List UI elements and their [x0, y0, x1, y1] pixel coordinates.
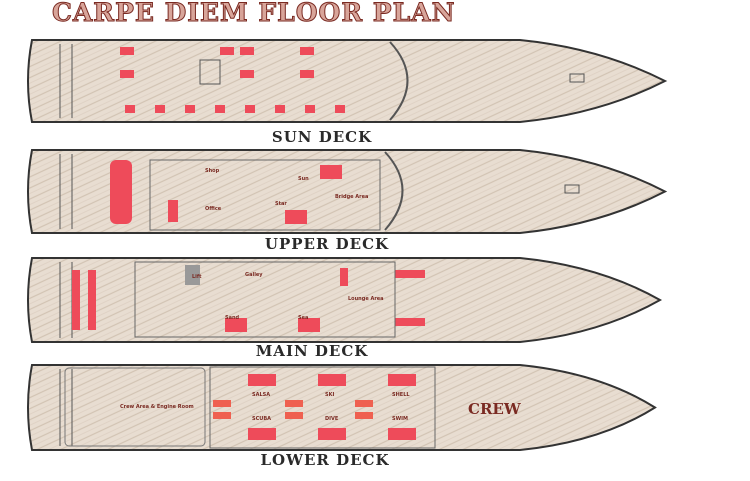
- cabin-bed: [248, 374, 276, 386]
- sunbed: [335, 105, 345, 113]
- sunbed: [305, 105, 315, 113]
- bunk: [285, 412, 303, 419]
- lift: [185, 265, 200, 285]
- crew-label: CREW: [468, 400, 522, 418]
- cabin-bed: [320, 165, 342, 179]
- room-galley: Galley: [245, 272, 263, 278]
- room-dive: DIVE: [325, 416, 339, 422]
- bunk: [285, 400, 303, 407]
- cabin-block: [209, 366, 436, 449]
- cabin-bed: [318, 428, 346, 440]
- bar-counter: [199, 59, 221, 85]
- bar: [340, 268, 348, 286]
- hull-deck-1: [27, 149, 668, 234]
- room-office: Office: [205, 206, 222, 212]
- hull-deck-3: [27, 364, 657, 451]
- sunbed: [245, 105, 255, 113]
- hatch: [564, 184, 580, 194]
- interior-walls: [134, 261, 396, 338]
- lounger: [120, 70, 134, 78]
- room-bridge: Bridge Area: [335, 194, 368, 200]
- page-title: CARPE DIEM FLOOR PLAN: [51, 0, 456, 28]
- lounger: [220, 47, 234, 55]
- room-sand: Sand: [225, 315, 240, 321]
- room-sea: Sea: [298, 315, 308, 321]
- cabin-bed: [318, 374, 346, 386]
- cabin-bed: [225, 318, 247, 332]
- room-sun: Sun: [298, 176, 309, 182]
- arc: [389, 41, 409, 121]
- room-crew-engine: Crew Area & Engine Room: [120, 404, 194, 410]
- hull-deck-0: [27, 39, 668, 123]
- seating: [88, 270, 96, 330]
- sunbed: [215, 105, 225, 113]
- sunbed: [125, 105, 135, 113]
- cabin-bed: [388, 374, 416, 386]
- arc: [384, 151, 404, 231]
- interior-walls: [149, 159, 381, 231]
- sofa: [395, 318, 425, 326]
- room-scuba: SCUBA: [252, 416, 271, 422]
- room-swim: SWIM: [392, 416, 408, 422]
- room-star: Star: [275, 201, 287, 207]
- bunk: [213, 412, 231, 419]
- sunbed: [185, 105, 195, 113]
- lounger: [240, 70, 254, 78]
- seating: [72, 270, 80, 330]
- dining-table: [110, 160, 132, 224]
- room-shell: SHELL: [392, 392, 410, 398]
- sunbed: [155, 105, 165, 113]
- deck-label-sun: SUN DECK: [271, 128, 373, 146]
- engine-room: [64, 367, 206, 447]
- sunbed: [275, 105, 285, 113]
- bunk: [355, 412, 373, 419]
- lounger: [300, 70, 314, 78]
- bar: [168, 200, 178, 222]
- room-lounge: Lounge Area: [348, 296, 384, 302]
- bunk: [355, 400, 373, 407]
- room-lift: Lift: [192, 274, 202, 280]
- room-ski: SKI: [325, 392, 334, 398]
- room-shop: Shop: [205, 168, 220, 174]
- lounger: [300, 47, 314, 55]
- deck-label-lower: LOWER DECK: [260, 451, 390, 469]
- hatch: [569, 73, 585, 83]
- room-salsa: SALSA: [252, 392, 270, 398]
- sofa: [395, 270, 425, 278]
- cabin-bed: [298, 318, 320, 332]
- bunk: [213, 400, 231, 407]
- deck-label-main: MAIN DECK: [255, 342, 369, 360]
- deck-label-upper: UPPER DECK: [264, 235, 390, 253]
- lounger: [120, 47, 134, 55]
- cabin-bed: [248, 428, 276, 440]
- cabin-bed: [388, 428, 416, 440]
- cabin-bed: [285, 210, 307, 224]
- lounger: [240, 47, 254, 55]
